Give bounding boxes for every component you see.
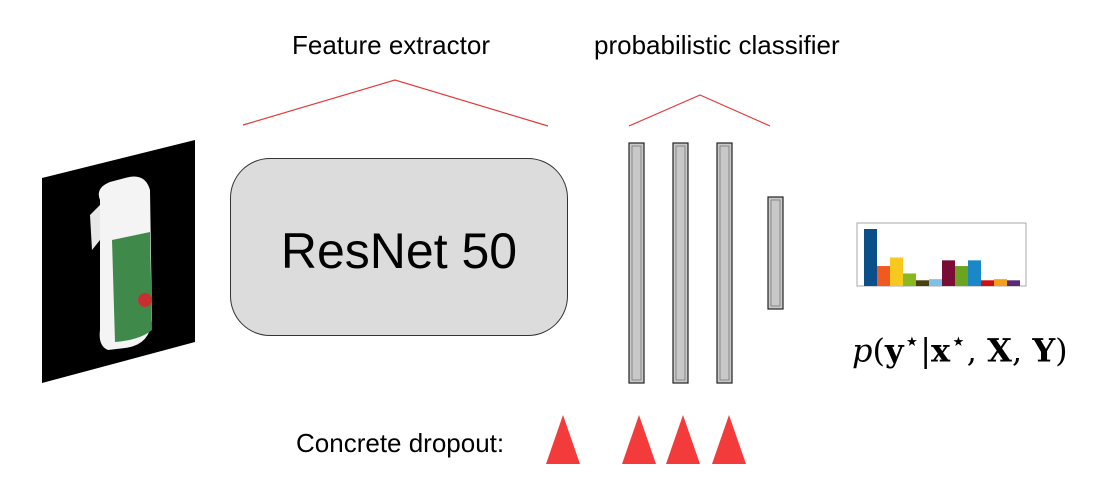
dropout-triangle-3: [666, 415, 700, 464]
bottle-label: [112, 232, 152, 342]
histogram-bar: [864, 229, 877, 286]
histogram-bar: [968, 260, 981, 286]
bottle-logo: [138, 293, 152, 307]
feature-extractor-bracket: [242, 79, 549, 127]
dropout-triangle-4: [712, 415, 746, 464]
dropout-triangle-1: [546, 415, 580, 464]
probabilistic-classifier-label: probabilistic classifier: [594, 30, 840, 60]
classifier-bracket: [628, 94, 771, 127]
dense-layer-1: [628, 142, 645, 384]
output-histogram: [856, 222, 1027, 287]
input-image: [42, 140, 195, 383]
histogram-bar: [1007, 280, 1020, 286]
classifier-layers: [628, 142, 784, 384]
histogram-bar: [942, 260, 955, 286]
histogram-bar: [981, 280, 994, 286]
histogram-bar: [877, 266, 890, 286]
histogram-bar: [903, 273, 916, 286]
dropout-triangle-2: [622, 415, 656, 464]
histogram-bar: [955, 266, 968, 286]
feature-extractor-label: Feature extractor: [292, 30, 490, 60]
histogram-bar: [994, 279, 1007, 286]
concrete-dropout-label: Concrete dropout:: [296, 428, 505, 458]
dense-layer-3: [716, 142, 733, 384]
histogram-bar: [916, 280, 929, 286]
predictive-distribution-formula: p(y⋆|x⋆, X, Y): [852, 326, 1068, 370]
histogram-bar: [890, 257, 903, 286]
dense-layer-2: [672, 142, 689, 384]
resnet-block: ResNet 50: [230, 158, 568, 336]
dropout-markers: [546, 415, 746, 464]
histogram-bar: [929, 279, 942, 286]
output-layer: [767, 196, 784, 310]
resnet-label: ResNet 50: [280, 223, 518, 279]
